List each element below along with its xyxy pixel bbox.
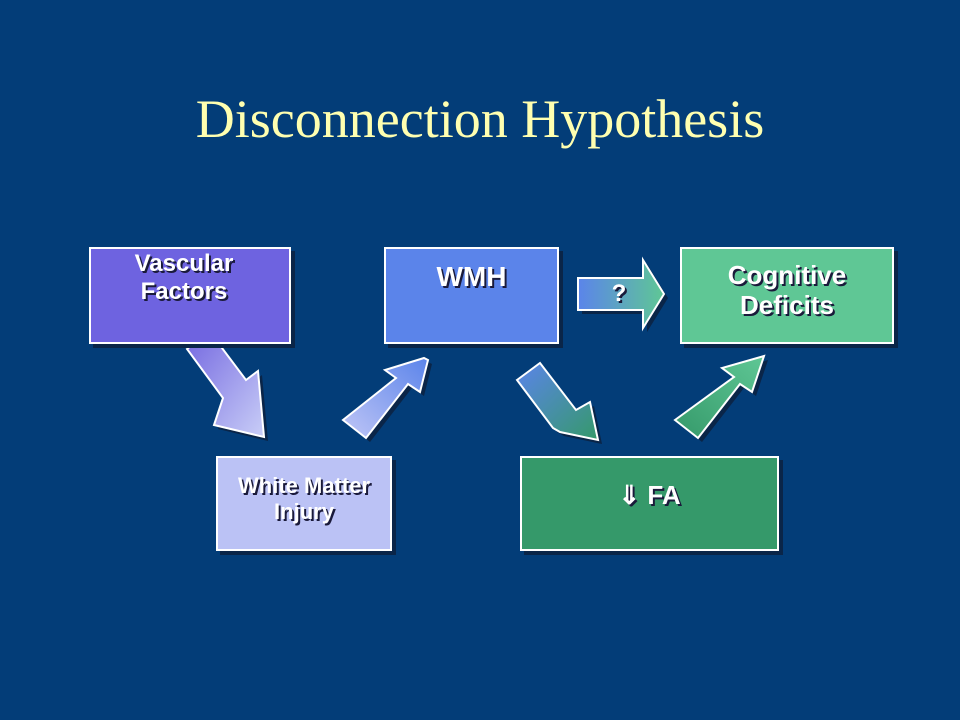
question-mark-label: ? — [611, 280, 627, 307]
node-label: White Matter Injury — [238, 473, 370, 524]
slide-title: Disconnection Hypothesis — [195, 89, 765, 149]
node-label: WMH — [436, 261, 507, 293]
node-wmh: WMH — [384, 247, 559, 344]
arrow-vascular-to-injury — [185, 330, 268, 441]
node-white-matter-injury: White Matter Injury — [216, 456, 392, 551]
node-cognitive-deficits: Cognitive Deficits — [680, 247, 894, 344]
arrow-injury-to-wmh — [341, 356, 432, 442]
arrow-fa-to-cognitive — [673, 354, 768, 442]
node-fa: ⇓ FA — [520, 456, 779, 551]
arrow-wmh-to-cognitive — [577, 256, 668, 332]
node-vascular-factors: Vascular Factors — [89, 247, 291, 344]
node-label: Vascular Factors — [134, 249, 234, 305]
arrow-wmh-to-fa — [515, 361, 602, 444]
node-label: ⇓ FA — [618, 479, 681, 510]
node-label: Cognitive Deficits — [727, 259, 847, 320]
